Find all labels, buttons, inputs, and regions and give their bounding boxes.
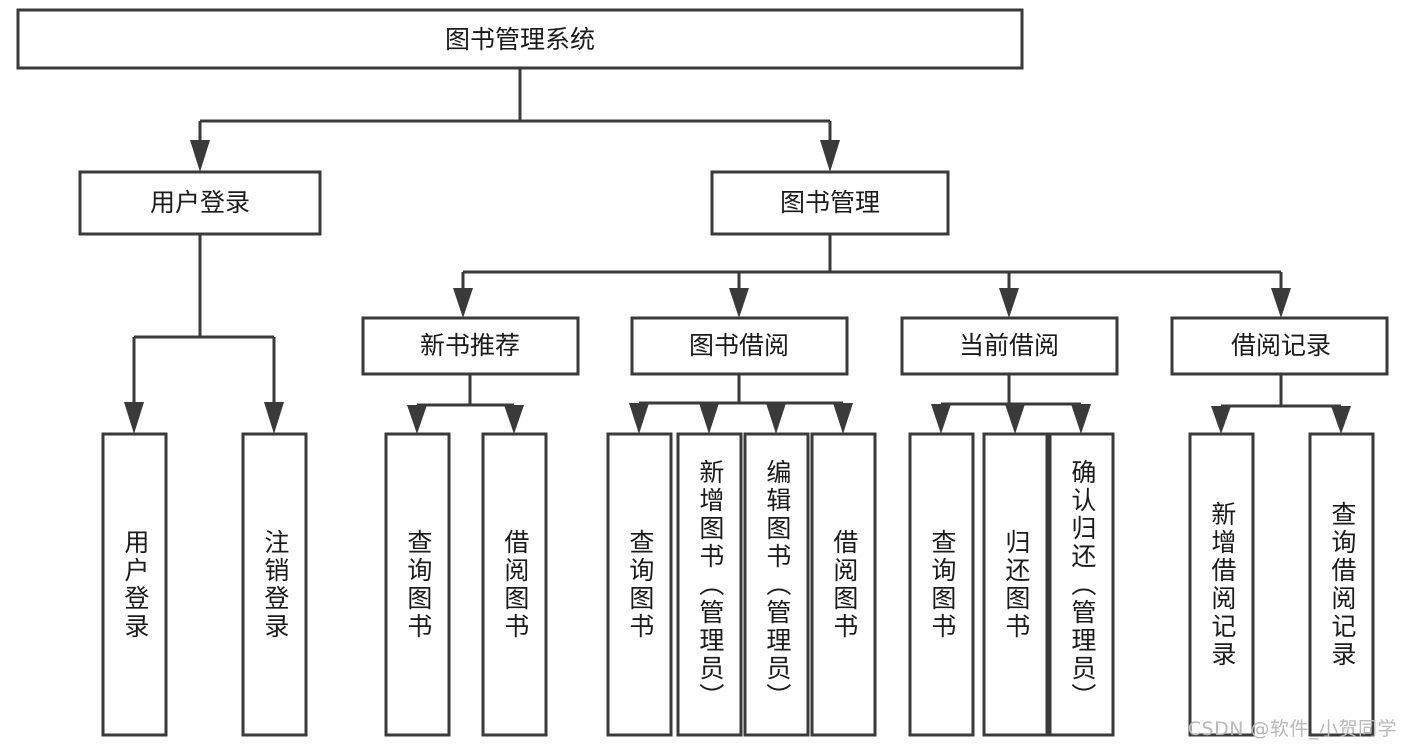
leaf-node-bb-borrow-book-box[interactable] xyxy=(810,432,877,737)
node-book-borrow-box[interactable] xyxy=(630,316,849,376)
leaf-node-user-login-box[interactable] xyxy=(101,432,168,737)
leaf-node-br-query-record[interactable] xyxy=(1308,432,1375,737)
node-book-management[interactable]: 图书管理 xyxy=(710,170,950,236)
leaf-node-cb-query-book-box[interactable] xyxy=(908,432,975,737)
node-current-borrow-box[interactable] xyxy=(900,316,1119,376)
leaf-node-nbr-borrow-book-box[interactable] xyxy=(481,432,548,737)
watermark-text: CSDN @软件_小贺同学 xyxy=(1187,718,1397,740)
leaf-node-nbr-query-book-box[interactable] xyxy=(384,432,451,737)
leaf-node-nbr-query-book[interactable] xyxy=(384,432,451,737)
arrowhead-nbr-borrow-book xyxy=(504,405,524,434)
arrowhead-cb-query-book xyxy=(931,404,951,434)
leaf-node-bb-add-book[interactable] xyxy=(676,432,743,737)
arrowhead-bb-query-book xyxy=(629,403,649,434)
leaf-node-br-query-record-box[interactable] xyxy=(1308,432,1375,737)
node-book-management-box[interactable] xyxy=(710,170,950,236)
arrowhead-leaf-user-login xyxy=(124,402,144,434)
arrowhead-br-query-record xyxy=(1331,406,1351,434)
connector-group-new-book-rec xyxy=(407,374,524,434)
leaf-node-cb-return-book[interactable] xyxy=(982,432,1049,737)
leaf-node-bb-query-book[interactable] xyxy=(606,432,673,737)
arrowhead-user-login xyxy=(190,140,210,172)
arrowhead-bb-edit-book xyxy=(766,403,786,434)
connector-group-borrow-record xyxy=(1211,374,1351,434)
leaf-node-cb-return-book-box[interactable] xyxy=(982,432,1049,737)
node-new-book-recommend-label: 新书推荐 xyxy=(420,331,520,360)
leaf-node-cb-query-book[interactable] xyxy=(908,432,975,737)
node-new-book-recommend-box[interactable] xyxy=(361,316,580,376)
connector-group-current-borrow xyxy=(931,374,1091,434)
leaf-node-logout-login-box[interactable] xyxy=(241,432,308,737)
node-book-borrow-label: 图书借阅 xyxy=(689,331,789,360)
leaf-node-bb-add-book-box[interactable] xyxy=(676,432,743,737)
arrowhead-book-borrow xyxy=(729,288,749,318)
leaf-node-logout-login[interactable] xyxy=(241,432,308,737)
node-borrow-record-box[interactable] xyxy=(1170,316,1389,376)
leaf-node-bb-edit-book-box[interactable] xyxy=(743,432,810,737)
node-current-borrow-label: 当前借阅 xyxy=(959,331,1059,360)
leaf-node-br-add-record-box[interactable] xyxy=(1188,432,1255,737)
arrowhead-cb-return-book xyxy=(1005,404,1025,434)
arrowhead-bb-add-book xyxy=(699,403,719,434)
leaf-node-user-login[interactable] xyxy=(101,432,168,737)
arrowhead-bb-borrow-book xyxy=(833,403,853,434)
node-new-book-recommend[interactable]: 新书推荐 xyxy=(361,316,580,376)
node-borrow-record-label: 借阅记录 xyxy=(1231,331,1331,360)
arrowhead-current-borrow xyxy=(999,288,1019,318)
node-user-login-label: 用户登录 xyxy=(150,188,250,217)
leaf-node-bb-borrow-book[interactable] xyxy=(810,432,877,737)
connector-group-user-login xyxy=(124,234,284,434)
leaf-node-cb-confirm-return-box[interactable] xyxy=(1048,432,1115,737)
arrowhead-new-book-rec xyxy=(453,288,473,318)
node-user-login-box[interactable] xyxy=(78,170,322,236)
connector-group-root xyxy=(190,68,840,172)
node-root-label: 图书管理系统 xyxy=(445,25,595,54)
arrowhead-book-mgmt xyxy=(820,140,840,172)
arrowhead-borrow-record xyxy=(1271,288,1291,318)
node-book-borrow[interactable]: 图书借阅 xyxy=(630,316,849,376)
arrowhead-nbr-query-book xyxy=(407,405,427,434)
connector-group-book-mgmt xyxy=(453,234,1291,318)
leaf-node-nbr-borrow-book[interactable] xyxy=(481,432,548,737)
leaf-node-br-add-record[interactable] xyxy=(1188,432,1255,737)
node-root-box[interactable] xyxy=(16,8,1024,70)
node-user-login[interactable]: 用户登录 xyxy=(78,170,322,236)
arrowhead-br-add-record xyxy=(1211,406,1231,434)
leaf-node-cb-confirm-return[interactable] xyxy=(1048,432,1115,737)
arrowhead-cb-confirm-return xyxy=(1071,404,1091,434)
node-root[interactable]: 图书管理系统 xyxy=(16,8,1024,70)
leaf-node-bb-edit-book[interactable] xyxy=(743,432,810,737)
connector-group-book-borrow xyxy=(629,374,853,434)
node-borrow-record[interactable]: 借阅记录 xyxy=(1170,316,1389,376)
arrowhead-leaf-logout xyxy=(264,402,284,434)
node-book-management-label: 图书管理 xyxy=(780,188,880,217)
leaf-node-bb-query-book-box[interactable] xyxy=(606,432,673,737)
node-current-borrow[interactable]: 当前借阅 xyxy=(900,316,1119,376)
